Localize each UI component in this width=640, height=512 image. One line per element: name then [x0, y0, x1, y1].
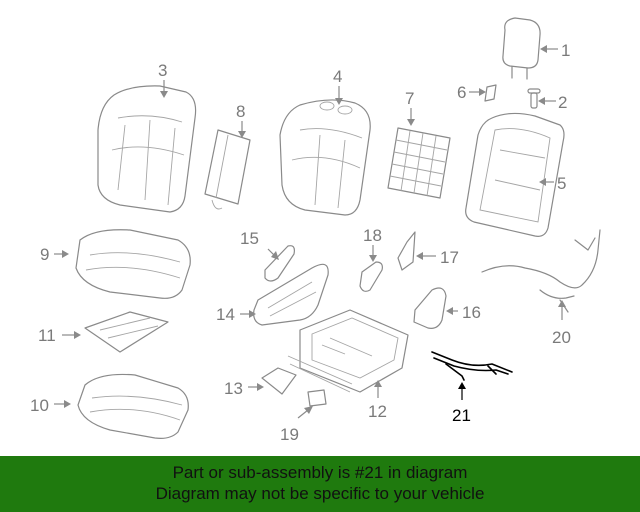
part-9-cushion-cover[interactable]: [75, 229, 191, 299]
svg-text:14: 14: [216, 305, 235, 324]
svg-text:21: 21: [452, 406, 471, 425]
part-19-block[interactable]: [307, 389, 327, 407]
callout-11: 11: [38, 326, 81, 345]
svg-text:5: 5: [557, 174, 566, 193]
callout-20: 20: [552, 300, 571, 347]
part-8-back-board[interactable]: [204, 129, 251, 210]
svg-text:10: 10: [30, 396, 49, 415]
part-4-back-pad[interactable]: [279, 99, 371, 216]
part-5-back-frame[interactable]: [465, 112, 565, 237]
callout-14: 14: [216, 305, 256, 324]
callout-19: 19: [280, 406, 313, 444]
callout-13: 13: [224, 379, 264, 398]
svg-text:17: 17: [440, 248, 459, 267]
part-13-knob[interactable]: [261, 367, 297, 395]
callout-7: 7: [405, 89, 415, 126]
callout-10: 10: [30, 396, 71, 415]
svg-text:12: 12: [368, 402, 387, 421]
svg-text:9: 9: [40, 245, 49, 264]
part-18-bracket[interactable]: [359, 261, 383, 292]
callout-15: 15: [240, 229, 279, 260]
parts-diagram: 1 2 6 3 4: [30, 17, 601, 444]
disclaimer-line-1: Part or sub-assembly is #21 in diagram: [172, 463, 468, 482]
part-11-cushion-insert[interactable]: [84, 311, 169, 353]
callout-9: 9: [40, 245, 69, 264]
callout-18: 18: [363, 226, 382, 262]
callout-4: 4: [333, 67, 343, 105]
part-3-back-cover[interactable]: [97, 85, 197, 213]
callout-1: 1: [540, 41, 570, 60]
svg-text:4: 4: [333, 67, 342, 86]
callout-12: 12: [368, 380, 387, 421]
callout-2: 2: [538, 93, 567, 112]
disclaimer-banner: Part or sub-assembly is #21 in diagram D…: [0, 456, 640, 512]
part-10-cushion-pad[interactable]: [77, 373, 189, 439]
part-21-harness[interactable]: [431, 351, 513, 381]
part-14-side-finisher[interactable]: [253, 263, 329, 326]
part-15-knob-cover[interactable]: [264, 245, 295, 282]
part-16-cover[interactable]: [413, 287, 447, 329]
svg-text:2: 2: [558, 93, 567, 112]
svg-text:20: 20: [552, 328, 571, 347]
callout-5: 5: [539, 174, 566, 193]
part-6-clip[interactable]: [484, 84, 497, 102]
svg-text:11: 11: [38, 326, 56, 345]
svg-text:7: 7: [405, 89, 414, 108]
callout-17: 17: [416, 248, 459, 267]
part-2-guide-pin[interactable]: [527, 88, 541, 109]
callout-21: 21: [452, 382, 471, 425]
callout-16: 16: [446, 303, 481, 322]
part-20-wire-harness[interactable]: [481, 229, 601, 313]
callout-8: 8: [236, 102, 246, 138]
callout-6: 6: [457, 83, 486, 102]
svg-text:13: 13: [224, 379, 243, 398]
svg-text:15: 15: [240, 229, 259, 248]
svg-text:1: 1: [561, 41, 570, 60]
part-12-seat-frame[interactable]: [287, 309, 409, 393]
part-7-spring-mat[interactable]: [387, 127, 451, 199]
part-1-headrest[interactable]: [502, 17, 541, 80]
svg-text:18: 18: [363, 226, 382, 245]
svg-text:16: 16: [462, 303, 481, 322]
part-17-trim[interactable]: [397, 231, 416, 271]
disclaimer-line-2: Diagram may not be specific to your vehi…: [155, 484, 485, 503]
callout-3: 3: [158, 61, 168, 98]
svg-text:19: 19: [280, 425, 299, 444]
svg-text:3: 3: [158, 61, 167, 80]
svg-text:6: 6: [457, 83, 466, 102]
svg-text:8: 8: [236, 102, 245, 121]
